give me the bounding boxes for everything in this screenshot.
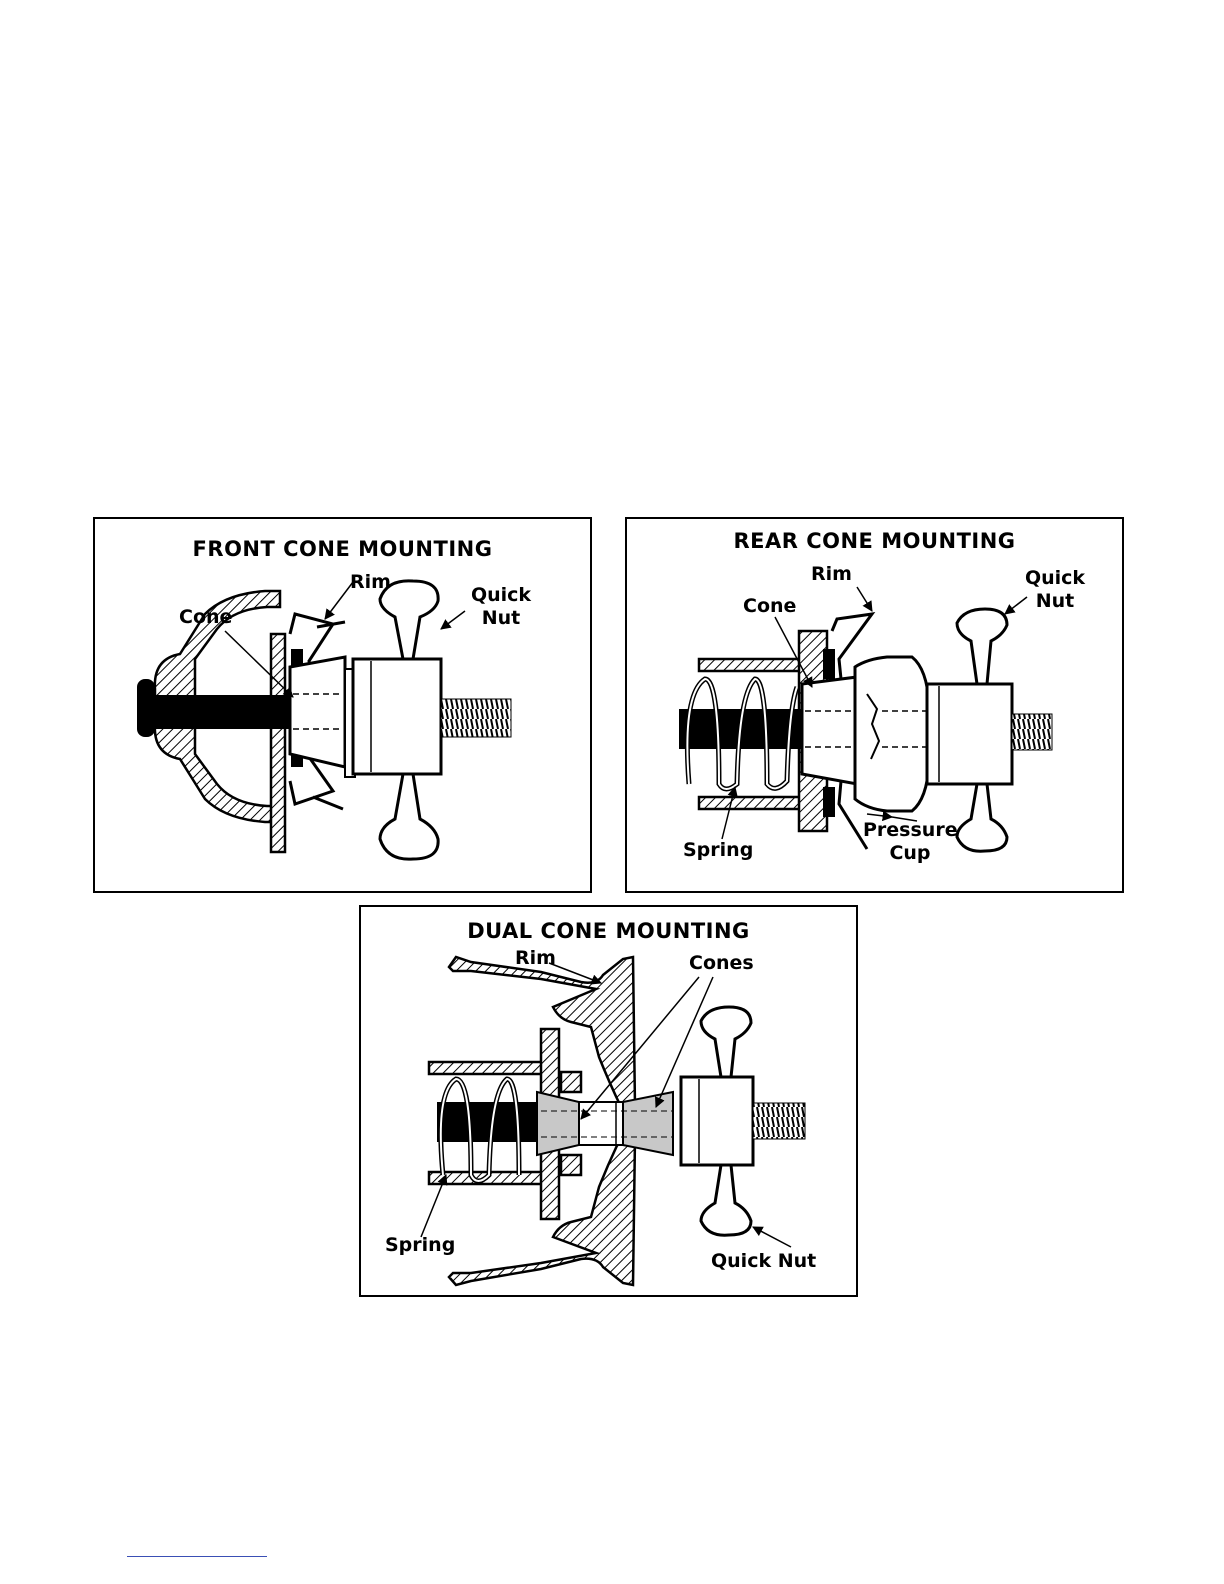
- quick-nut-handle-top: [701, 1007, 751, 1077]
- housing-tube-bottom: [699, 797, 809, 809]
- label-quick-nut: Quick Nut: [1015, 567, 1095, 613]
- label-cones: Cones: [689, 952, 754, 975]
- footer-divider: [127, 1556, 267, 1557]
- front-cone-mounting-figure: FRONT CONE MOUNTING Rim Cone: [93, 517, 592, 893]
- label-spring: Spring: [683, 839, 753, 862]
- cone-right: [623, 1092, 673, 1155]
- dual-cone-mounting-figure: DUAL CONE MOUNTING: [359, 905, 858, 1297]
- label-cone: Cone: [743, 595, 796, 618]
- front-cone-drawing: [95, 519, 590, 891]
- label-cone: Cone: [179, 606, 232, 629]
- housing-tube-top: [429, 1062, 551, 1074]
- quick-nut-handle-bottom: [957, 784, 1007, 851]
- threaded-shaft-end: [441, 699, 511, 737]
- quick-nut-handle-bottom: [380, 774, 438, 859]
- housing-tube-top: [699, 659, 809, 671]
- shaft: [155, 695, 300, 729]
- label-rim: Rim: [811, 563, 852, 586]
- shaft-end-cap: [137, 679, 155, 737]
- label-rim: Rim: [515, 947, 556, 970]
- front-cone: [290, 657, 345, 767]
- label-rim: Rim: [350, 571, 391, 594]
- threaded-shaft-end: [753, 1103, 805, 1139]
- quick-nut-body: [353, 659, 441, 774]
- label-spring: Spring: [385, 1234, 455, 1257]
- label-quick-nut: Quick Nut: [461, 584, 541, 630]
- label-pressure-cup: Pressure Cup: [863, 819, 957, 865]
- hub-flange: [271, 634, 285, 852]
- pressure-cup: [855, 657, 929, 811]
- quick-nut-handle-bottom: [701, 1165, 751, 1235]
- threaded-shaft-end: [1012, 714, 1052, 750]
- rear-cone: [802, 677, 857, 784]
- quick-nut-handle-top: [957, 609, 1007, 684]
- label-quick-nut: Quick Nut: [711, 1250, 816, 1273]
- quick-nut-body: [681, 1077, 753, 1165]
- cone-left: [537, 1092, 579, 1155]
- rear-cone-mounting-figure: REAR CONE MOUNTING: [625, 517, 1124, 893]
